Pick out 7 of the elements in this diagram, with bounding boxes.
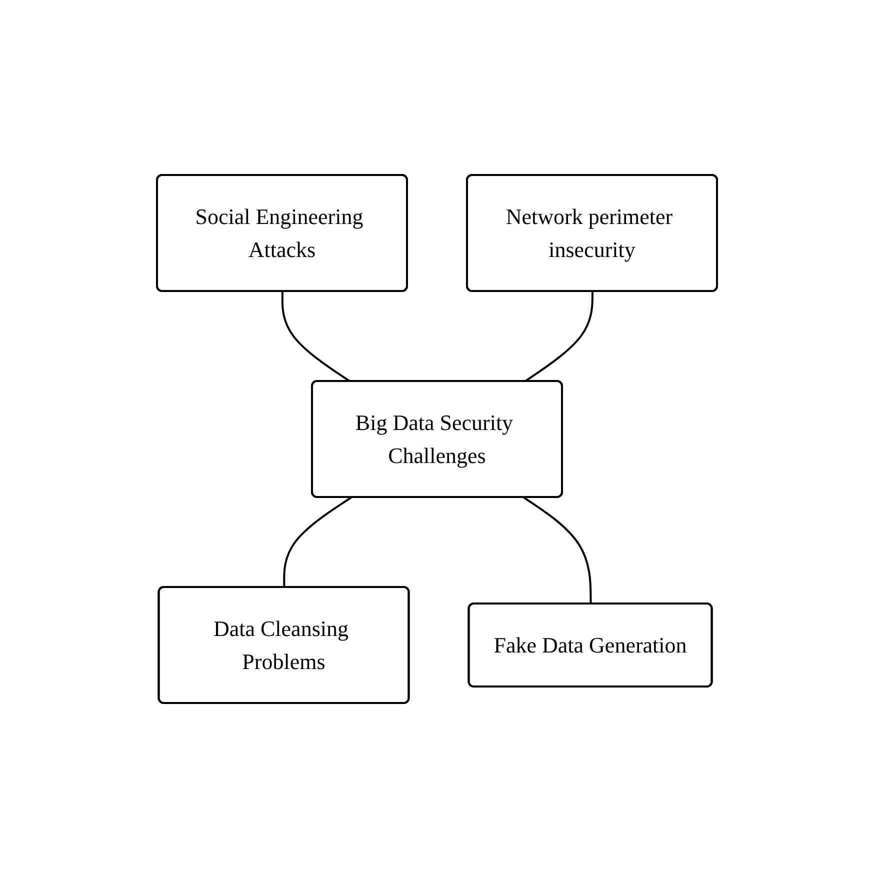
node-text: Social Engineering Attacks (195, 204, 364, 262)
connector (523, 496, 592, 604)
node-text: Big Data Security Challenges (355, 410, 514, 468)
connector (524, 290, 594, 382)
connector (283, 496, 352, 588)
connector (281, 290, 351, 382)
node-text: Network perimeter insecurity (506, 204, 673, 262)
